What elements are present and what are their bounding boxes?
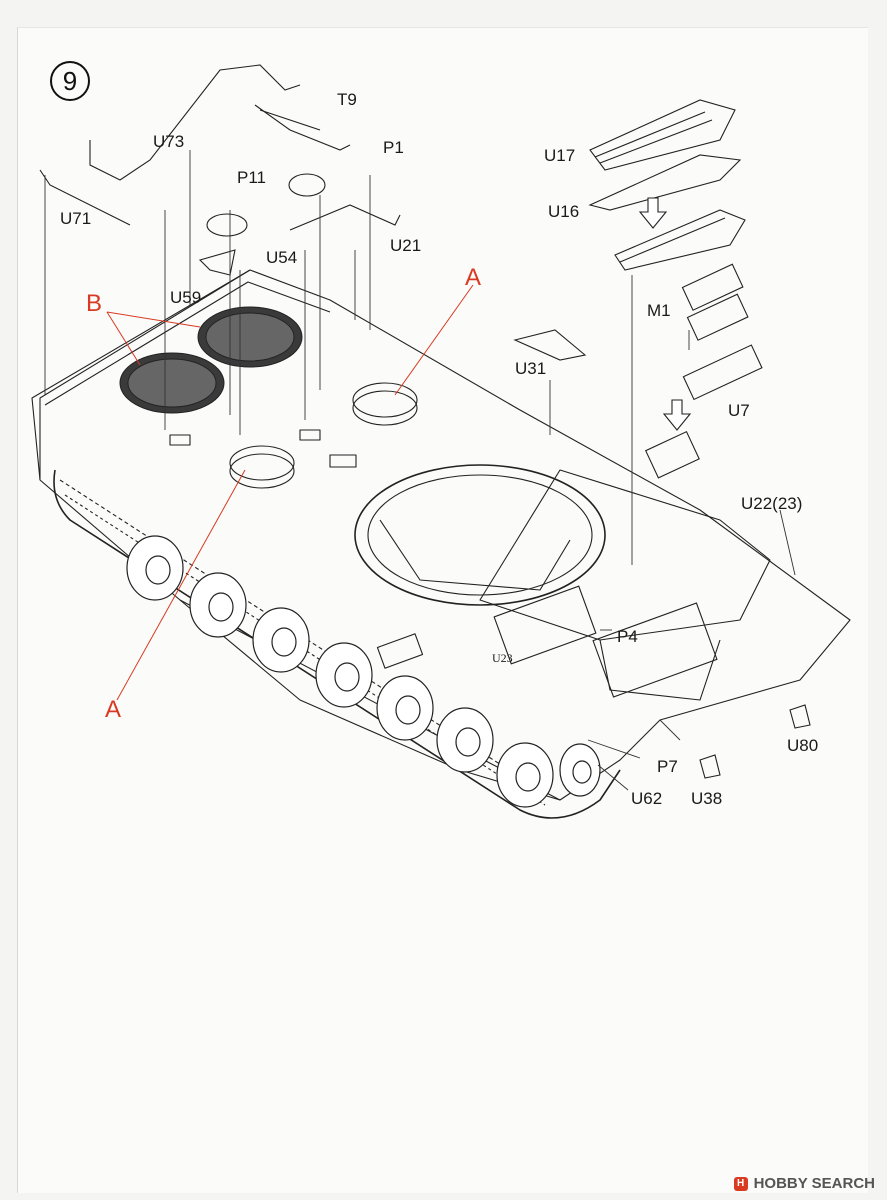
part-u31 [513, 329, 587, 361]
label-u62: U62 [631, 789, 663, 808]
watermark-text: HOBBY SEARCH [753, 1175, 875, 1192]
leader-lines [44, 150, 796, 791]
road-wheel [126, 535, 184, 601]
road-wheel [436, 707, 494, 773]
label-u71: U71 [60, 209, 92, 228]
label-p4: P4 [617, 627, 638, 646]
part-u17 [589, 99, 736, 171]
part-m1 [681, 263, 744, 311]
part-u73-rail [89, 64, 301, 181]
label-t9: T9 [337, 90, 357, 109]
road-wheel [496, 742, 554, 808]
label-p11: P11 [237, 168, 266, 187]
label-p1: P1 [383, 138, 404, 157]
step-number-badge: 9 [50, 61, 90, 101]
track-run [53, 469, 621, 819]
part-u7 [682, 344, 763, 401]
assembly-arrows [638, 197, 692, 431]
red-callout-lines [106, 284, 474, 701]
callout-b: B [86, 290, 103, 317]
label-u17: U17 [544, 146, 576, 165]
road-wheel [376, 675, 434, 741]
watermark: H HOBBY SEARCH [733, 1175, 875, 1192]
label-u80: U80 [787, 736, 819, 755]
label-u22-u23: U22(23) [741, 494, 803, 513]
part-u80 [789, 704, 811, 729]
label-u54: U54 [266, 248, 298, 267]
road-wheel [189, 572, 247, 638]
part-spare-track [614, 209, 746, 271]
hobby-search-logo-icon: H [733, 1176, 748, 1191]
road-wheel [559, 743, 601, 797]
part-t9 [254, 104, 351, 151]
road-wheels [126, 535, 601, 808]
label-p7: P7 [657, 757, 678, 776]
road-wheel [315, 642, 373, 708]
down-arrow-icon [638, 197, 668, 229]
label-u38: U38 [691, 789, 723, 808]
label-u59: U59 [170, 288, 202, 307]
hull-deck [31, 269, 851, 801]
label-u23: U23 [492, 651, 513, 665]
part-u16 [588, 154, 742, 211]
hatch-a-right [352, 382, 418, 418]
part-p11-right [288, 173, 326, 197]
part-p11-left [206, 213, 248, 237]
label-u16: U16 [548, 202, 580, 221]
callout-a-bottom: A [105, 696, 122, 723]
label-m1: M1 [647, 301, 671, 320]
hatch-a-left [229, 445, 295, 481]
label-u31: U31 [515, 359, 547, 378]
part-u38 [699, 754, 721, 779]
label-u21: U21 [390, 236, 422, 255]
instruction-sheet [17, 27, 868, 1193]
callout-a-top: A [465, 264, 482, 291]
step-number: 9 [62, 65, 78, 96]
down-arrow-icon [662, 399, 692, 431]
label-u7: U7 [728, 401, 750, 420]
label-u73: U73 [153, 132, 185, 151]
road-wheel [252, 607, 310, 673]
mesh-screens [119, 306, 303, 414]
turret-ring [354, 464, 606, 606]
